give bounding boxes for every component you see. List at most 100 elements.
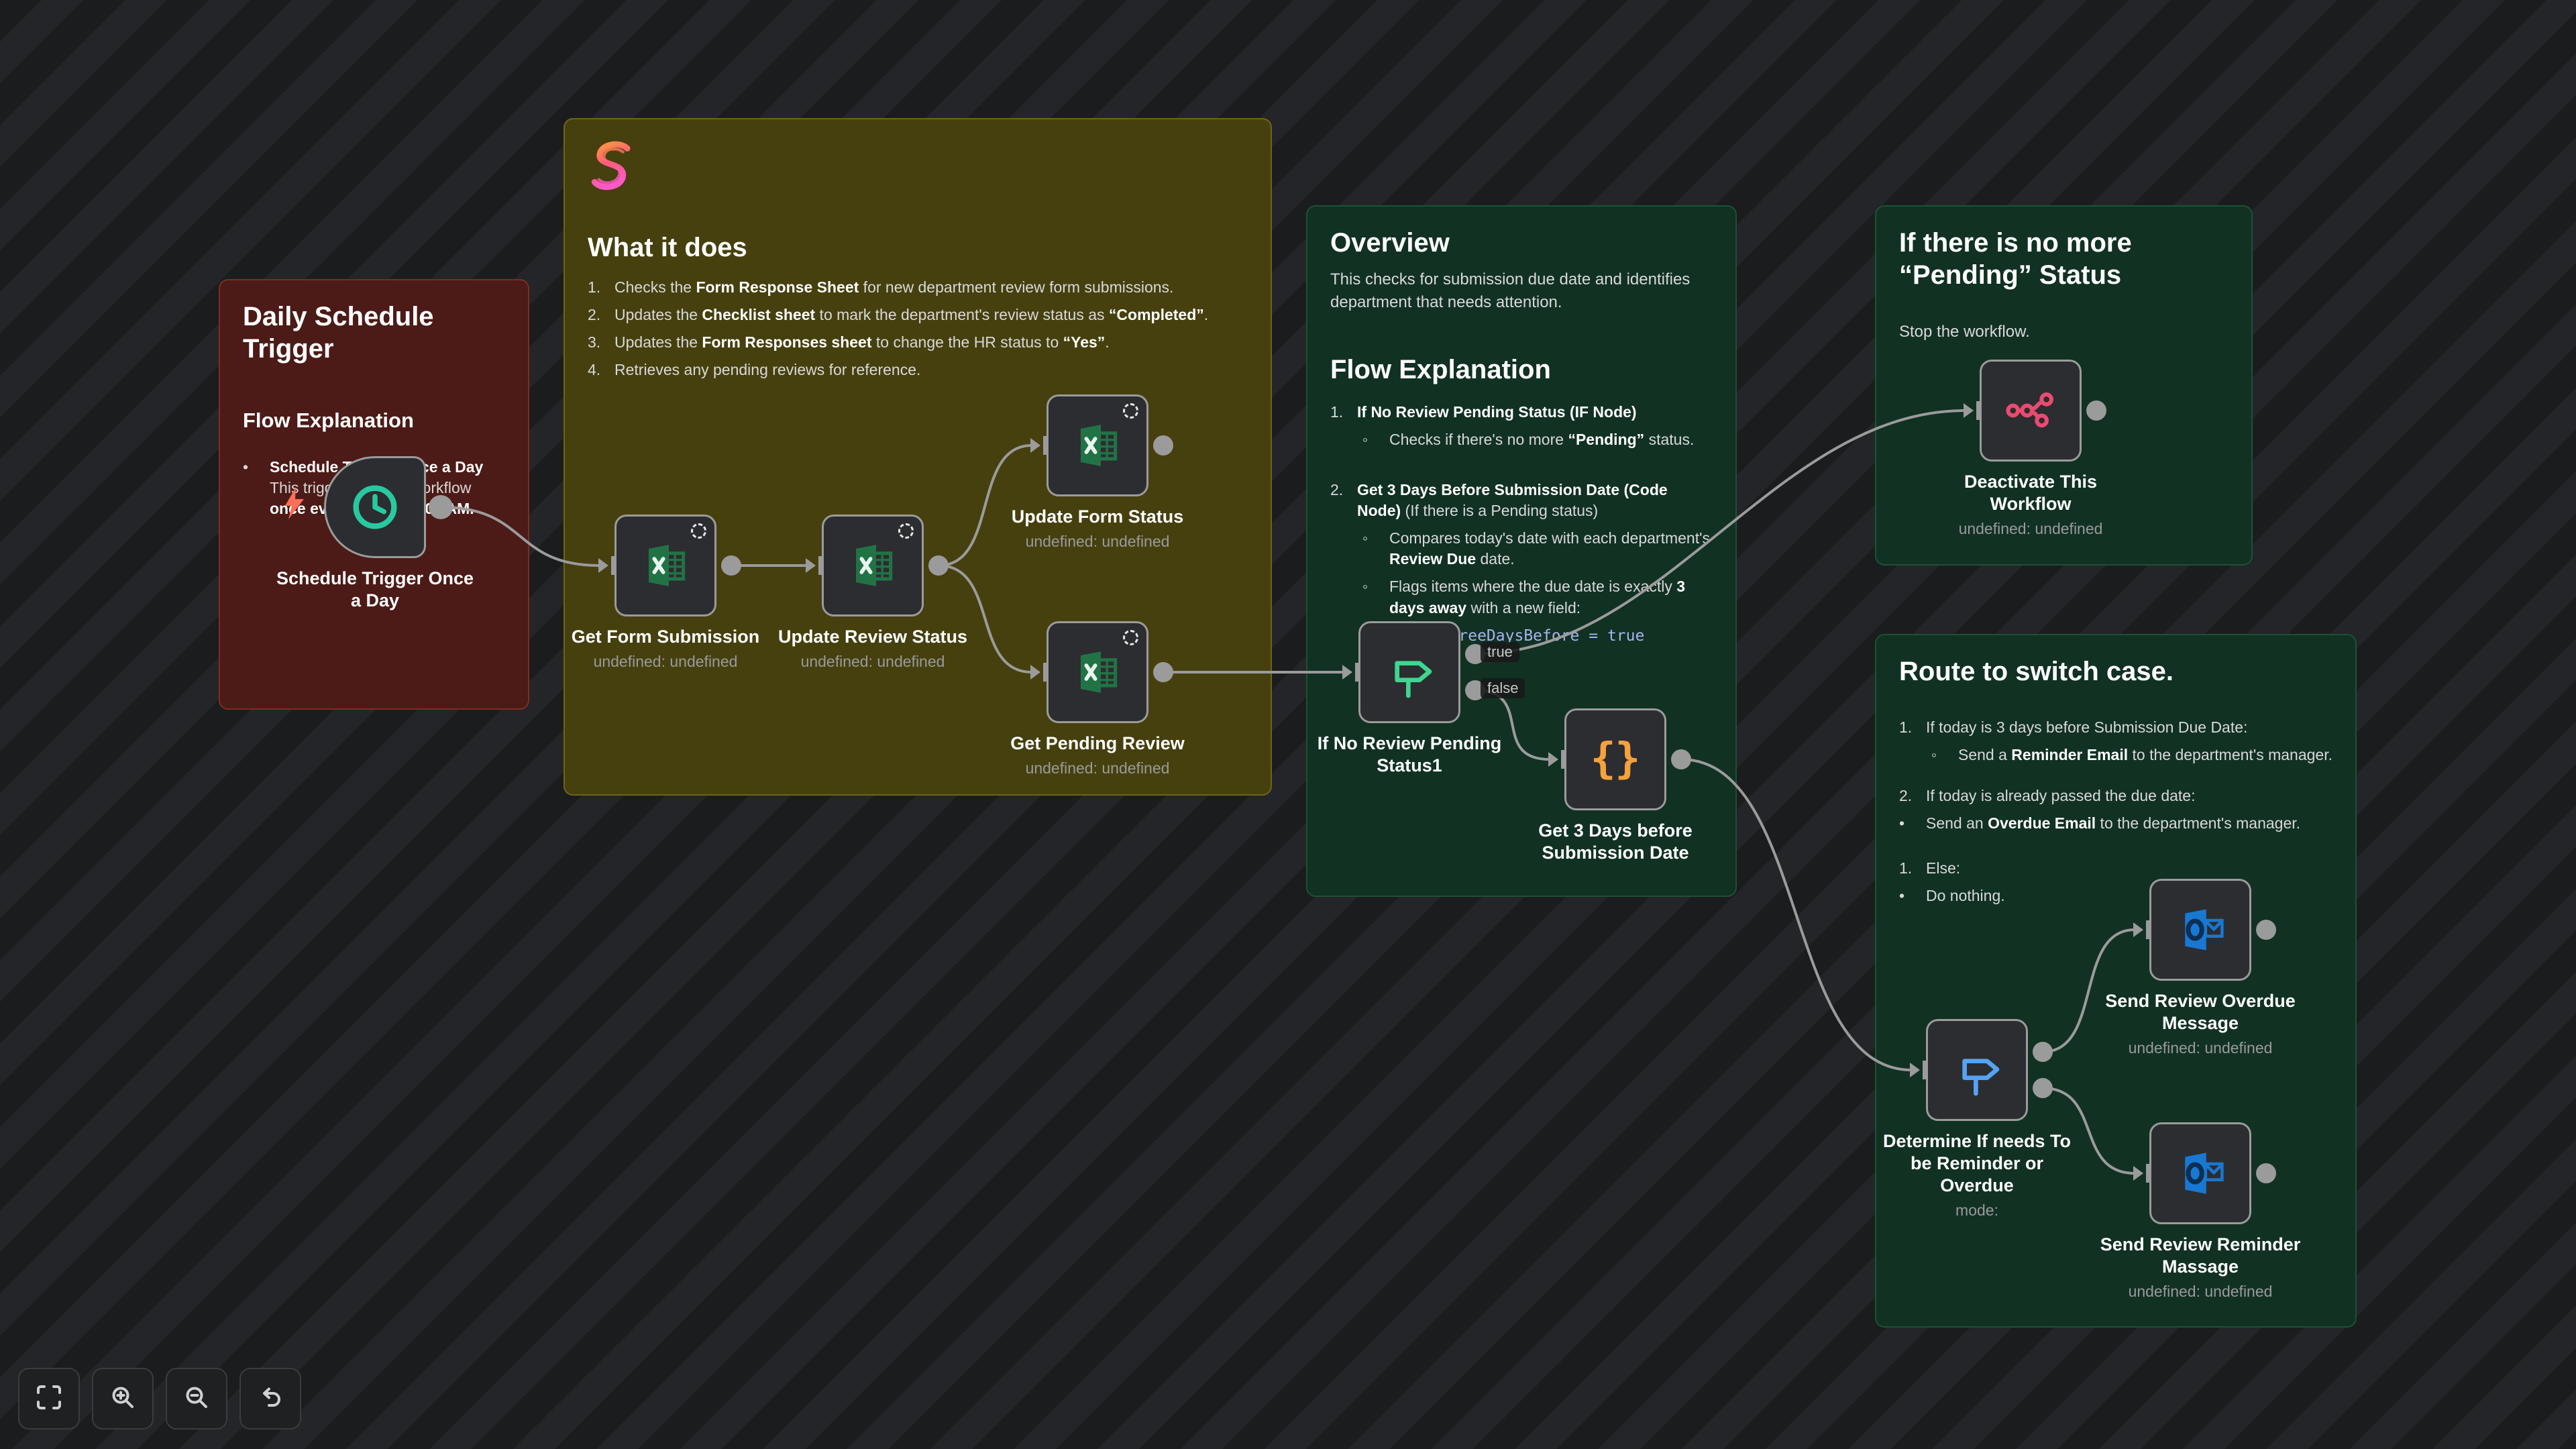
scribble-s-logo <box>591 141 631 191</box>
output-endpoint[interactable] <box>2256 1163 2276 1183</box>
node-subtitle: undefined: undefined <box>1025 759 1170 777</box>
output-endpoint[interactable] <box>1153 662 1173 682</box>
node-subtitle: undefined: undefined <box>800 652 945 670</box>
output-endpoint[interactable] <box>2086 400 2106 421</box>
excel-icon <box>856 545 893 586</box>
switch-signpost-icon <box>1962 1059 2000 1096</box>
undo-button[interactable] <box>239 1368 301 1430</box>
input-endpoint <box>806 555 823 576</box>
sync-icon <box>898 523 914 539</box>
clock-icon <box>353 485 397 529</box>
sticky-route-switch-case[interactable]: Route to switch case. 1.If today is 3 day… <box>1875 634 2357 1328</box>
sticky-heading: If there is no more “Pending” Status <box>1899 228 2132 290</box>
input-endpoint <box>1030 662 1048 682</box>
connection-get-3-days-before-to-determine-reminder-overdue[interactable] <box>1680 758 1912 1071</box>
undo-icon <box>256 1383 285 1415</box>
sticky-heading: Daily Schedule Trigger <box>243 302 434 364</box>
excel-icon <box>1081 651 1118 693</box>
input-endpoint <box>1910 1060 1927 1080</box>
ordered-list: 1.If today is 3 days before Submission D… <box>1899 717 2332 806</box>
node-get-form-submission[interactable] <box>614 515 716 616</box>
node-send-review-reminder[interactable] <box>2149 1122 2251 1224</box>
input-endpoint <box>1548 749 1566 769</box>
connection-update-review-status-to-update-form-status[interactable] <box>938 444 1032 567</box>
node-send-review-overdue[interactable] <box>2149 879 2251 981</box>
output-endpoint[interactable] <box>2033 1042 2053 1062</box>
node-subtitle: undefined: undefined <box>1025 532 1170 550</box>
output-endpoint[interactable] <box>2256 920 2276 940</box>
node-update-form-status[interactable] <box>1046 394 1148 496</box>
node-if-no-review-pending[interactable] <box>1358 621 1460 723</box>
node-update-review-status[interactable] <box>822 515 924 616</box>
connection-determine-reminder-overdue-to-send-review-overdue[interactable] <box>2042 928 2135 1053</box>
outlook-icon <box>2185 1152 2224 1194</box>
list-item: 1.Else: <box>1899 859 1961 877</box>
output-endpoint[interactable] <box>1671 749 1691 769</box>
node-deactivate-workflow[interactable] <box>1980 360 2082 462</box>
sync-icon <box>1123 630 1138 645</box>
bullet-list: •Send an Overdue Email to the department… <box>1899 813 2332 834</box>
zoom-out-icon <box>182 1383 211 1415</box>
sticky-heading: Flow Explanation <box>1330 355 1551 385</box>
list-item: 2.Get 3 Days Before Submission Date (Cod… <box>1330 481 1668 520</box>
ordered-list: 1.If No Review Pending Status (IF Node)◦… <box>1330 402 1713 646</box>
connection-update-review-status-to-get-pending-review[interactable] <box>938 564 1032 674</box>
list-item: 4.Retrieves any pending reviews for refe… <box>588 361 921 379</box>
excel-icon <box>649 545 686 586</box>
zoom-in-icon <box>108 1383 138 1415</box>
input-endpoint <box>2133 1163 2151 1183</box>
output-endpoint[interactable] <box>429 495 453 519</box>
output-endpoint[interactable] <box>721 555 741 576</box>
connection-if-no-review-pending-to-deactivate-workflow[interactable] <box>1474 409 1966 655</box>
node-determine-reminder-overdue[interactable] <box>1926 1019 2028 1121</box>
zoom-out-button[interactable] <box>166 1368 227 1430</box>
lightning-icon <box>274 484 313 527</box>
list-item: 3.Updates the Form Responses sheet to ch… <box>588 333 1110 352</box>
input-endpoint <box>1342 662 1360 682</box>
connection-determine-reminder-overdue-to-send-review-reminder[interactable] <box>2042 1087 2135 1175</box>
zoom-in-button[interactable] <box>92 1368 154 1430</box>
bullet-list: •Do nothing. <box>1899 885 2332 906</box>
node-get-3-days-before[interactable]: { } <box>1564 708 1666 810</box>
input-endpoint <box>1964 400 1981 421</box>
list-item: •Send an Overdue Email to the department… <box>1899 814 2301 833</box>
list-item: •Do nothing. <box>1899 887 2005 905</box>
canvas-toolbar <box>18 1368 301 1430</box>
node-subtitle: undefined: undefined <box>2128 1282 2273 1300</box>
node-schedule-trigger[interactable] <box>324 456 426 558</box>
node-label: Determine If needs To be Reminder or Ove… <box>1873 1130 2081 1220</box>
output-endpoint[interactable] <box>928 555 949 576</box>
sticky-heading: Route to switch case. <box>1899 657 2174 686</box>
node-label: Schedule Trigger Once a Day <box>276 568 474 610</box>
sync-icon <box>691 523 706 539</box>
svg-text:{: { <box>1591 733 1616 783</box>
list-item: ◦Compares today's date with each departm… <box>1362 529 1710 568</box>
node-get-pending-review[interactable] <box>1046 621 1148 723</box>
list-item: ◦Checks if there's no more “Pending” sta… <box>1362 431 1695 449</box>
sticky-paragraph: Stop the workflow. <box>1899 323 2030 341</box>
output-endpoint[interactable] <box>1153 435 1173 455</box>
list-item: 1.If today is 3 days before Submission D… <box>1899 718 2248 736</box>
connection-schedule-trigger-to-get-form-submission[interactable] <box>440 506 600 567</box>
connection-label-false: false <box>1481 678 1525 698</box>
output-endpoint[interactable] <box>2033 1078 2053 1098</box>
node-subtitle: undefined: undefined <box>593 652 738 670</box>
list-item: 2.Updates the Checklist sheet to mark th… <box>588 306 1209 324</box>
input-endpoint <box>1030 435 1048 455</box>
ordered-list: 1.Else: <box>1899 858 2332 879</box>
fit-view-button[interactable] <box>18 1368 80 1430</box>
excel-icon <box>1081 425 1118 466</box>
outlook-icon <box>2185 909 2224 951</box>
ordered-list: 1.Checks the Form Response Sheet for new… <box>588 277 1248 380</box>
svg-text:}: } <box>1615 733 1640 783</box>
sticky-heading: Flow Explanation <box>243 409 414 432</box>
list-item: 1.Checks the Form Response Sheet for new… <box>588 278 1174 296</box>
